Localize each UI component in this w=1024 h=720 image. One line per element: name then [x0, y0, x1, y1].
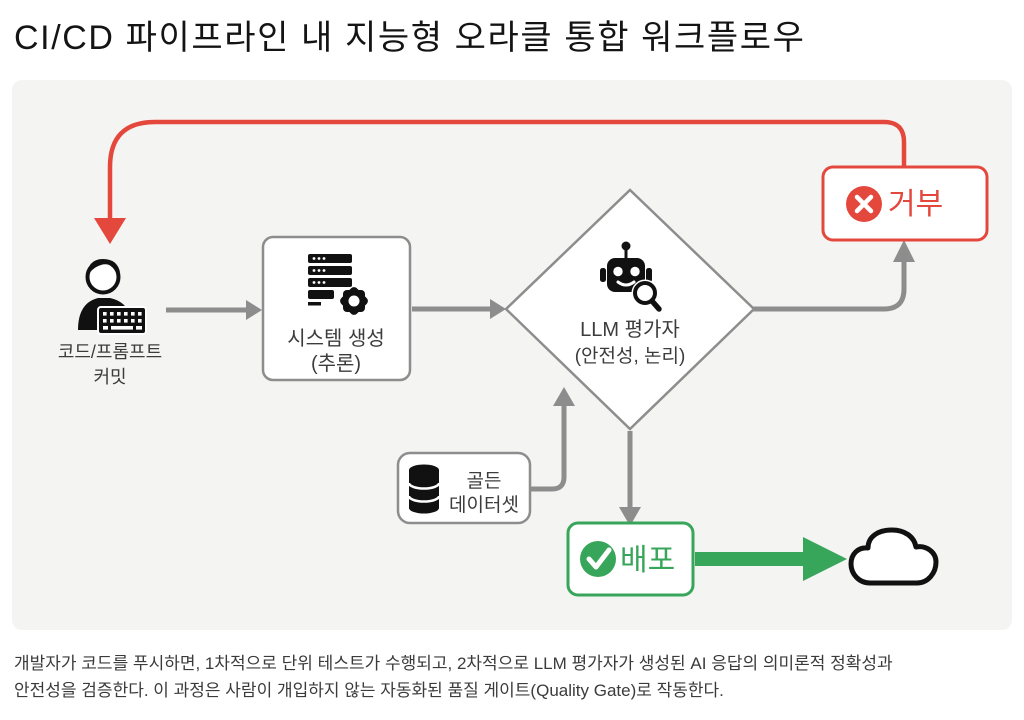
caption-line2: 안전성을 검증한다. 이 과정은 사람이 개입하지 않는 자동화된 품질 게이트… [14, 681, 724, 700]
caption-line1: 개발자가 코드를 푸시하면, 1차적으로 단위 테스트가 수행되고, 2차적으로… [14, 654, 893, 673]
arrow-deploy-to-cloud [695, 537, 847, 581]
arrow-commit-to-system [166, 300, 262, 320]
node-system-generation: 시스템 생성 (추론) [261, 235, 412, 382]
arrow-evaluator-to-reject [752, 240, 915, 312]
commit-label-line1: 코드/프롬프트 [58, 342, 162, 362]
commit-label-line2: 커밋 [93, 367, 126, 387]
reject-feedback-arrow [94, 119, 907, 244]
page-title: CI/CD 파이프라인 내 지능형 오라클 통합 워크플로우 [14, 19, 806, 57]
evaluator-label-line1: LLM 평가자 [580, 318, 680, 341]
cloud-icon [848, 527, 939, 586]
database-icon [407, 464, 441, 514]
system-label-line1: 시스템 생성 [287, 327, 385, 350]
system-label-line2: (추론) [311, 352, 361, 375]
arrow-system-to-evaluator [412, 299, 506, 319]
caption: 개발자가 코드를 푸시하면, 1차적으로 단위 테스트가 수행되고, 2차적으로… [14, 650, 1014, 704]
node-deploy: 배포 [566, 521, 695, 597]
node-golden-dataset: 골든 데이터셋 [396, 451, 532, 525]
node-reject: 거부 [821, 165, 989, 242]
golden-label-line1: 골든 [467, 471, 502, 492]
reject-x-icon [846, 186, 882, 222]
deploy-label: 배포 [620, 544, 675, 577]
arrow-evaluator-to-deploy [619, 431, 641, 526]
golden-label-line2: 데이터셋 [449, 494, 519, 516]
reject-label: 거부 [888, 188, 943, 221]
evaluator-label-line2: (안전성, 논리) [575, 345, 686, 367]
node-commit: 코드/프롬프트 커밋 [58, 259, 162, 387]
arrow-golden-to-evaluator [530, 387, 575, 492]
deploy-check-icon [580, 541, 616, 577]
server-gear-icon [308, 254, 368, 315]
node-llm-evaluator: LLM 평가자 (안전성, 논리) [504, 188, 756, 431]
robot-evaluator-icon [600, 241, 662, 312]
developer-commit-icon [78, 259, 147, 335]
